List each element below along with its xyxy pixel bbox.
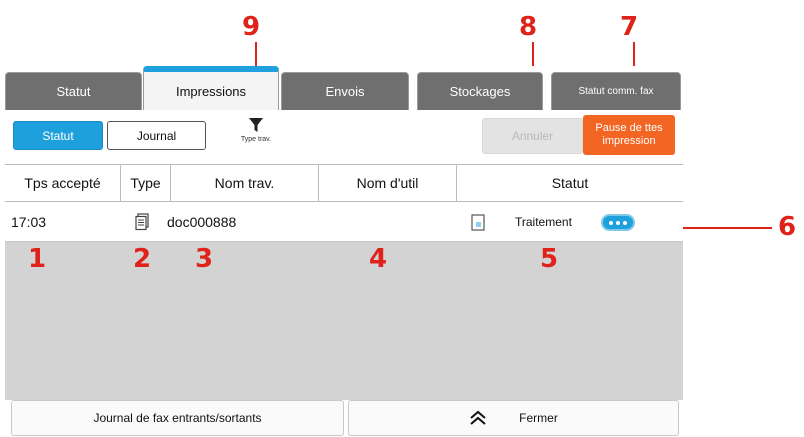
column-nom-util[interactable]: Nom d'util bbox=[319, 165, 457, 201]
column-statut[interactable]: Statut bbox=[551, 175, 589, 191]
callout-6-line bbox=[636, 227, 772, 229]
tab-statut-comm-fax[interactable]: Statut comm. fax bbox=[551, 72, 681, 110]
page-icon bbox=[471, 213, 485, 231]
tab-bar: Statut Impressions Envois Stockages Stat… bbox=[5, 66, 683, 110]
cancel-button[interactable]: Annuler bbox=[482, 118, 583, 154]
callout-2: 2 bbox=[133, 244, 152, 274]
callout-1: 1 bbox=[28, 244, 47, 274]
table-row[interactable]: 17:03 doc000888 Traitement bbox=[5, 202, 683, 242]
dot bbox=[616, 220, 620, 225]
callout-5: 5 bbox=[540, 244, 559, 274]
cell-status: Traitement bbox=[515, 215, 572, 229]
filter-label: Type trav. bbox=[240, 136, 272, 143]
close-button[interactable]: Fermer bbox=[348, 400, 679, 436]
fax-log-button[interactable]: Journal de fax entrants/sortants bbox=[11, 400, 344, 436]
callout-9: 9 bbox=[242, 12, 261, 42]
table-header: Tps accepté Type Nom trav. Nom d'util St… bbox=[5, 164, 683, 202]
tab-stockages[interactable]: Stockages bbox=[417, 72, 543, 110]
callout-8: 8 bbox=[519, 12, 538, 42]
tab-statut[interactable]: Statut bbox=[5, 72, 142, 110]
statut-button[interactable]: Statut bbox=[13, 121, 103, 150]
cell-type bbox=[135, 202, 149, 242]
printer-panel: Statut Impressions Envois Stockages Stat… bbox=[5, 66, 683, 436]
cell-job-name: doc000888 bbox=[167, 214, 237, 230]
callout-3: 3 bbox=[195, 244, 214, 274]
tab-impressions[interactable]: Impressions bbox=[143, 66, 279, 110]
column-type[interactable]: Type bbox=[121, 165, 171, 201]
callout-4: 4 bbox=[369, 244, 388, 274]
cell-status-icon bbox=[471, 202, 485, 242]
funnel-icon bbox=[249, 118, 263, 132]
column-nom-trav[interactable]: Nom trav. bbox=[171, 165, 319, 201]
column-tps-accepte[interactable]: Tps accepté bbox=[5, 165, 121, 201]
dot bbox=[623, 220, 627, 225]
tab-envois[interactable]: Envois bbox=[281, 72, 409, 110]
cell-time: 17:03 bbox=[11, 214, 47, 230]
document-stack-icon bbox=[135, 213, 149, 231]
bottom-bar: Journal de fax entrants/sortants Fermer bbox=[5, 400, 683, 436]
toolbar: Statut Journal Type trav. Annuler Pause … bbox=[5, 110, 683, 164]
more-options-button[interactable] bbox=[601, 214, 635, 231]
callout-7: 7 bbox=[620, 12, 639, 42]
dot bbox=[609, 220, 613, 225]
journal-button[interactable]: Journal bbox=[107, 121, 206, 150]
close-label: Fermer bbox=[519, 411, 558, 425]
pause-all-button[interactable]: Pause de ttes impression bbox=[583, 115, 675, 155]
job-type-filter-button[interactable]: Type trav. bbox=[223, 116, 283, 160]
double-chevron-up-icon bbox=[470, 410, 486, 425]
callout-6: 6 bbox=[778, 212, 797, 242]
